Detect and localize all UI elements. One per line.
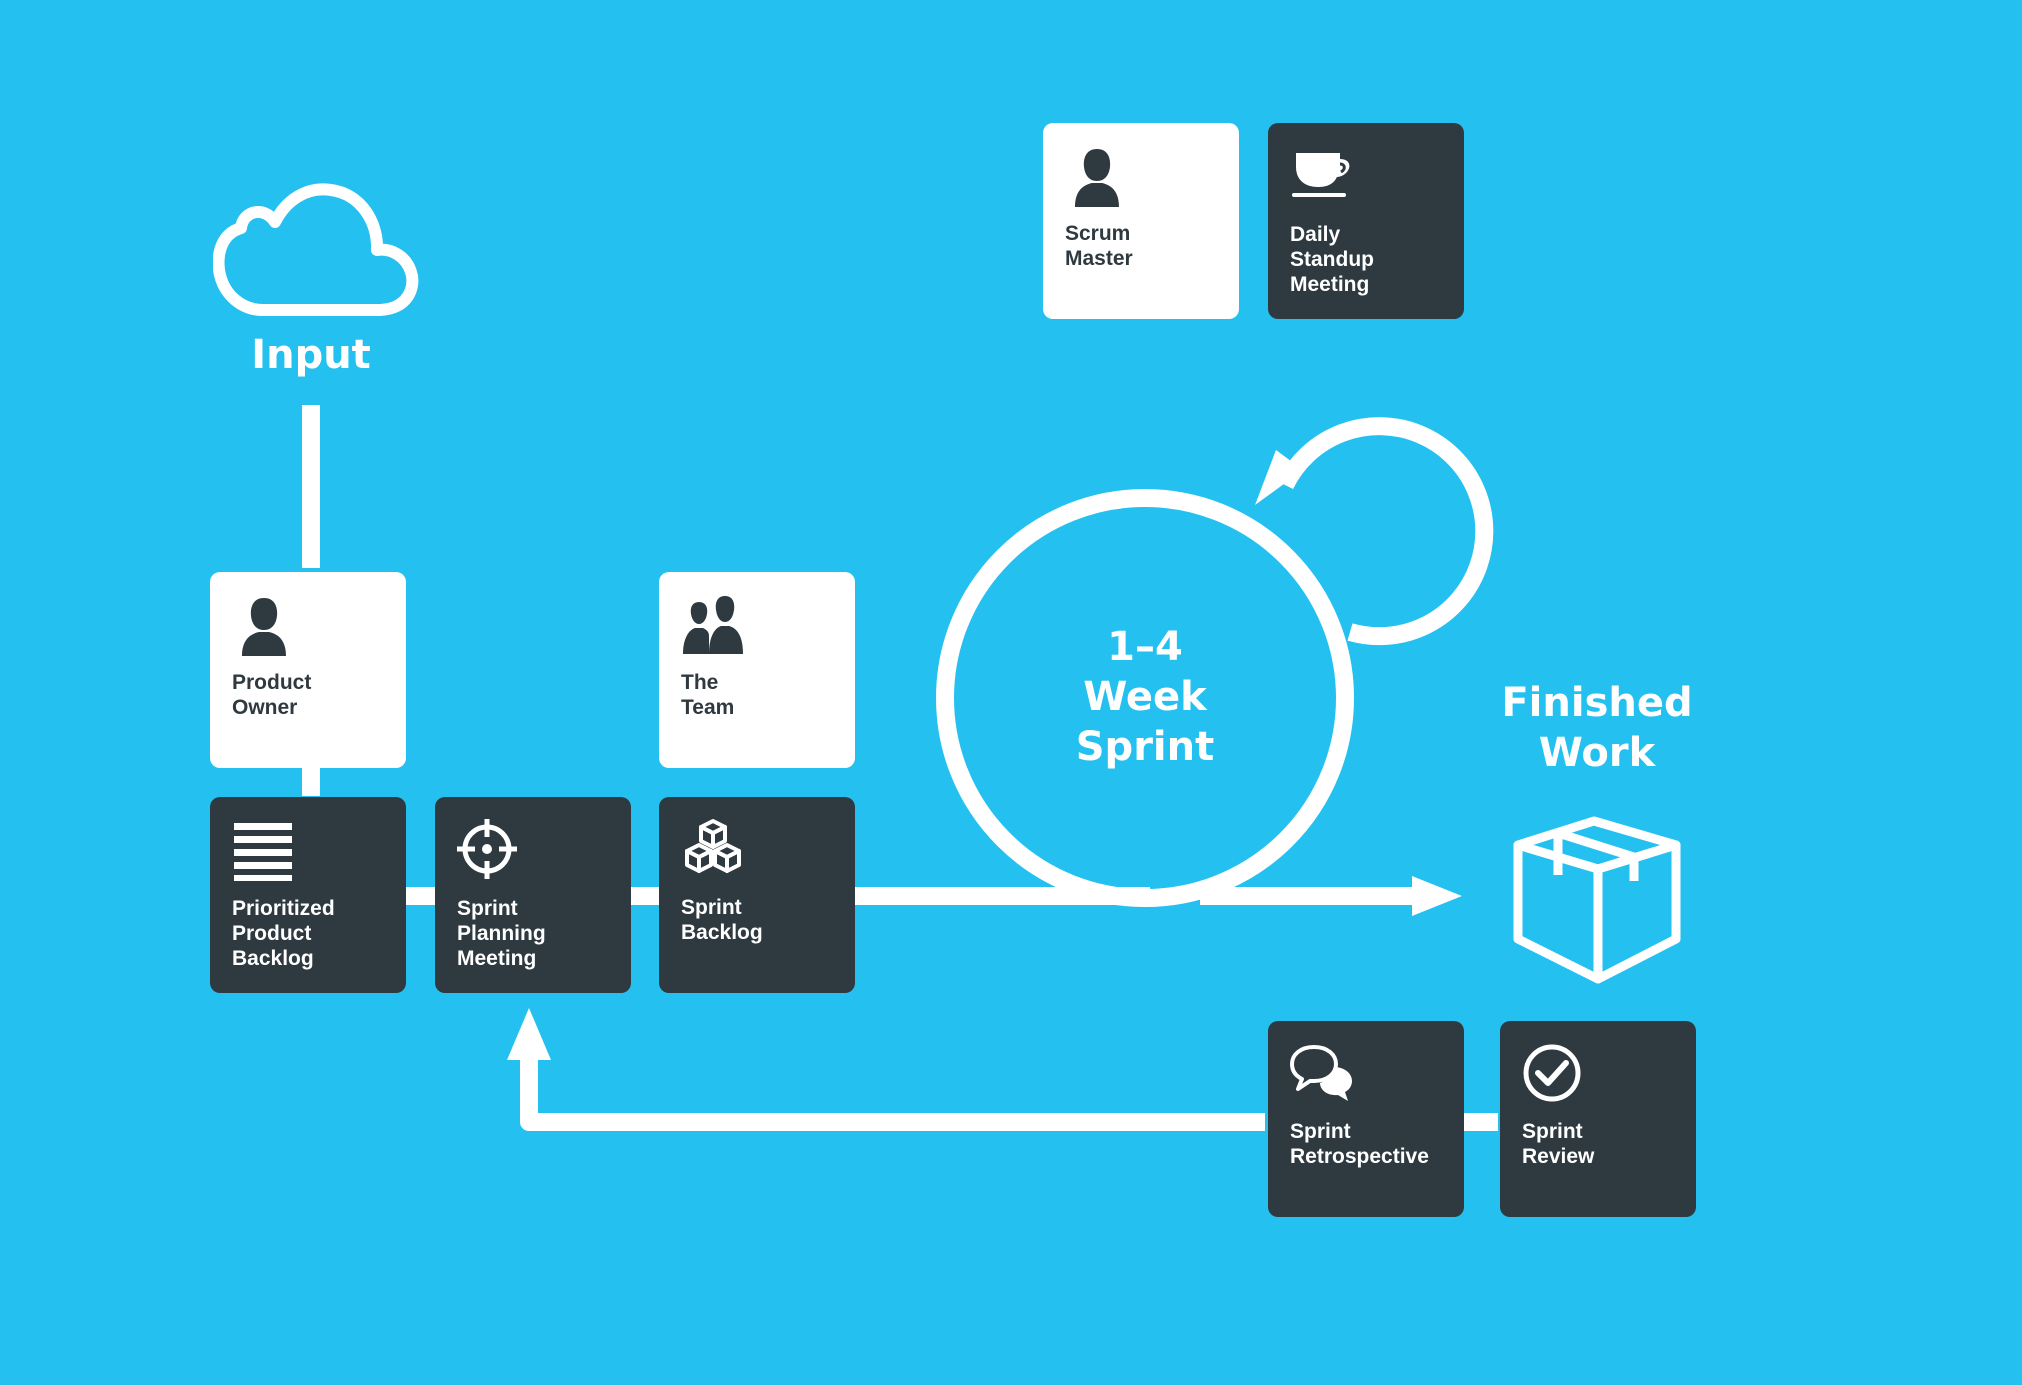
box-icon <box>1513 816 1681 984</box>
checkmark-icon <box>1523 1044 1581 1102</box>
person-icon <box>1075 149 1119 207</box>
the-team-label: The Team <box>681 671 735 719</box>
coffee-cup-icon <box>1292 153 1350 197</box>
scrum-master-label: Scrum Master <box>1065 222 1133 270</box>
sprint-planning-card: Sprint Planning Meeting <box>435 797 631 993</box>
sprint-retrospective-label: Sprint Retrospective <box>1290 1120 1429 1168</box>
people-icon <box>683 596 743 654</box>
product-owner-card: Product Owner <box>210 572 406 768</box>
product-owner-label: Product Owner <box>232 671 312 719</box>
sprint-backlog-card: Sprint Backlog <box>659 797 855 993</box>
sprint-planning-label: Sprint Planning Meeting <box>457 897 546 970</box>
the-team-card: The Team <box>659 572 855 768</box>
sprint-review-card: Sprint Review <box>1500 1021 1696 1217</box>
daily-standup-card: Daily Standup Meeting <box>1268 123 1464 319</box>
scrum-master-card: Scrum Master <box>1043 123 1239 319</box>
prioritized-backlog-card: Prioritized Product Backlog <box>210 797 406 993</box>
cloud-icon <box>213 183 419 316</box>
sprint-review-label: Sprint Review <box>1522 1120 1595 1168</box>
sprint-backlog-label: Sprint Backlog <box>681 896 763 944</box>
feedback-loop-line <box>520 1060 1265 1131</box>
sprint-retrospective-card: Sprint Retrospective <box>1268 1021 1464 1217</box>
finished-arrowhead <box>1412 876 1462 916</box>
person-icon <box>242 598 286 656</box>
chat-bubbles-icon <box>1290 1045 1352 1101</box>
prioritized-backlog-label: Prioritized Product Backlog <box>232 897 335 970</box>
input-label: Input <box>251 332 371 378</box>
list-icon <box>234 823 292 881</box>
daily-standup-label: Daily Standup Meeting <box>1290 223 1374 296</box>
cubes-icon <box>685 819 741 873</box>
daily-loop-arc <box>1276 417 1494 646</box>
feedback-arrowhead <box>507 1008 551 1060</box>
crosshair-icon <box>457 819 517 879</box>
sprint-label: 1–4 Week Sprint <box>1075 624 1215 770</box>
sprint-cycle-circle <box>936 489 1354 907</box>
daily-loop-arrowhead <box>1255 450 1303 505</box>
finished-work-label: Finished Work <box>1501 680 1693 776</box>
